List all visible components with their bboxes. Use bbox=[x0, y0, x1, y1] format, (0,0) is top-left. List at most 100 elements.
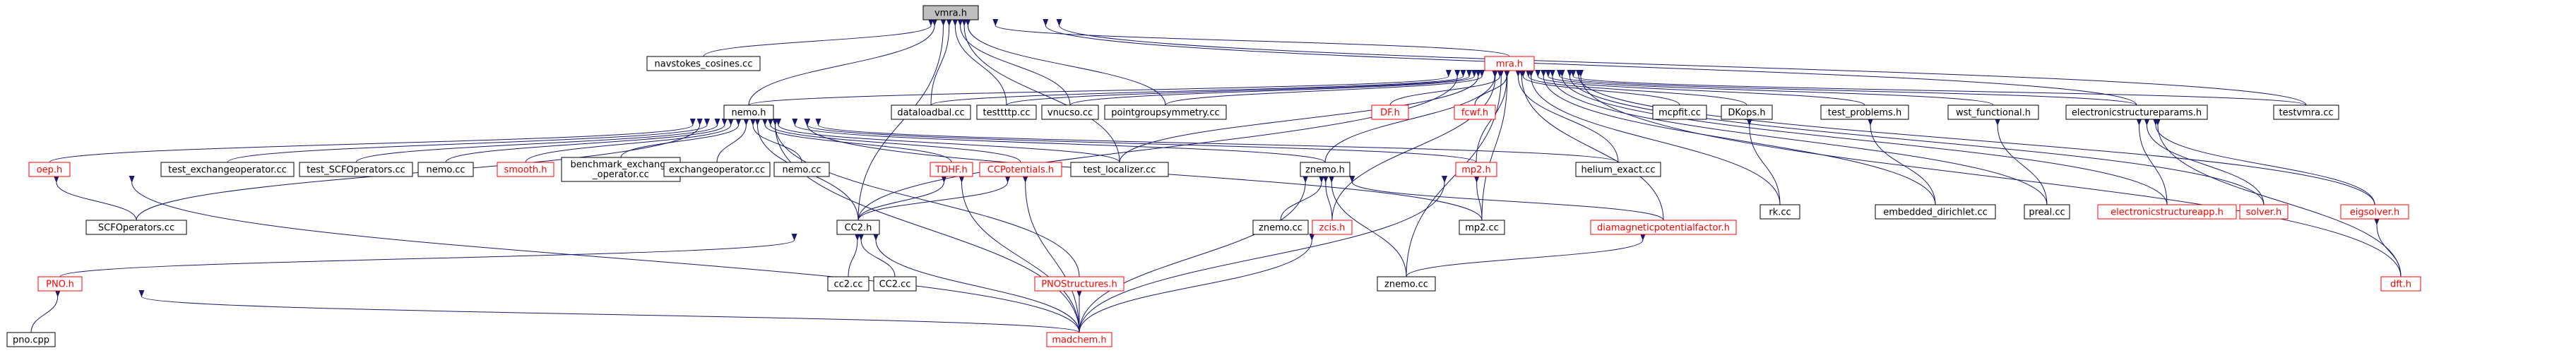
node-box bbox=[1046, 332, 1112, 347]
edge-heliumexact-to-mra bbox=[1515, 69, 1619, 163]
node-znemocc2[interactable]: znemo.cc bbox=[1377, 276, 1436, 292]
node-znemo[interactable]: znemo.h bbox=[1300, 162, 1351, 177]
node-mcpfit[interactable]: mcpfit.cc bbox=[1652, 104, 1707, 120]
node-box bbox=[2024, 204, 2070, 220]
node-label: CC2.cc bbox=[879, 280, 911, 290]
node-rkcc[interactable]: rk.cc bbox=[1759, 204, 1800, 220]
node-label: eigsolver.h bbox=[2350, 208, 2399, 218]
edge-benchex-to-nemo bbox=[620, 118, 742, 158]
node-pnocpp[interactable]: pno.cpp bbox=[6, 332, 56, 347]
node-label: test_localizer.cc bbox=[1084, 165, 1156, 176]
node-box bbox=[1820, 104, 1909, 120]
edge-madchem-to-oep bbox=[129, 175, 1080, 333]
edge-pnocpp-to-pnoh bbox=[30, 289, 61, 333]
edge-cc2h-to-ccpot bbox=[857, 175, 1011, 221]
edge-scfop-to-oep bbox=[53, 175, 137, 221]
node-label: znemo.cc bbox=[1259, 223, 1302, 234]
node-label: DKops.h bbox=[1728, 108, 1765, 119]
node-embdir[interactable]: embedded_dirichlet.cc bbox=[1875, 204, 1996, 220]
node-scfop[interactable]: SCFOperators.cc bbox=[85, 220, 187, 235]
node-nemocc1[interactable]: nemo.cc bbox=[417, 162, 474, 177]
edge-madchem-to-ccpot bbox=[1022, 175, 1080, 333]
edge-embdir-to-testproblems bbox=[1867, 118, 1936, 205]
node-box bbox=[1875, 204, 1996, 220]
node-cc2h[interactable]: CC2.h bbox=[836, 220, 880, 235]
edge-cc2h-to-tdhf bbox=[857, 175, 947, 221]
node-label: mra.h bbox=[1496, 59, 1523, 70]
edge-diamag-to-mra bbox=[1519, 69, 1664, 221]
node-dfth: dft.h bbox=[2380, 276, 2421, 292]
edge-nemo-to-vmra bbox=[748, 18, 938, 106]
node-label: benchmark_exchange bbox=[571, 160, 672, 170]
node-heliumexact[interactable]: helium_exact.cc bbox=[1575, 162, 1661, 177]
edge-diamag-to-znemo bbox=[1349, 175, 1664, 221]
edge-rkcc-to-mra bbox=[1528, 69, 1781, 205]
node-box bbox=[891, 104, 971, 120]
node-label: navstokes_cosines.cc bbox=[655, 59, 753, 70]
node-box bbox=[979, 162, 1062, 177]
node-layer: vmra.h navstokes_cosines.cc mra.h nemo.h dat… bbox=[6, 5, 2421, 347]
node-mp2h: mp2.h bbox=[1455, 162, 1497, 177]
node-cc2cc2[interactable]: CC2.cc bbox=[873, 276, 917, 292]
node-box bbox=[1454, 104, 1496, 120]
edge-mp2h-to-nemo bbox=[804, 118, 1477, 163]
node-box bbox=[85, 220, 187, 235]
edge-pointgroup-to-vmra bbox=[965, 18, 1166, 106]
node-box bbox=[930, 162, 973, 177]
node-label: mp2.cc bbox=[1465, 223, 1499, 234]
edge-tdhf-to-nemo bbox=[761, 118, 952, 163]
edge-madchem-to-nemo bbox=[772, 118, 1080, 333]
node-label: rk.cc bbox=[1769, 208, 1791, 218]
node-vmra[interactable]: vmra.h bbox=[922, 5, 979, 20]
node-testvmra[interactable]: testvmra.cc bbox=[2273, 104, 2339, 120]
node-label: madchem.h bbox=[1052, 335, 1106, 346]
node-nemo[interactable]: nemo.h bbox=[723, 104, 774, 120]
edge-testvmra-to-mra bbox=[1569, 69, 2307, 106]
node-navstokes[interactable]: navstokes_cosines.cc bbox=[646, 56, 761, 71]
edge-dfth-to-mra bbox=[1577, 69, 2402, 277]
node-label: nemo.cc bbox=[782, 165, 821, 176]
node-nemocc2[interactable]: nemo.cc bbox=[773, 162, 830, 177]
node-wstfunc[interactable]: wst_functional.h bbox=[1947, 104, 2039, 120]
node-testproblems[interactable]: test_problems.h bbox=[1820, 104, 1909, 120]
node-testscfop[interactable]: test_SCFOperators.cc bbox=[299, 162, 413, 177]
edge-heliumexact-to-nemo bbox=[815, 118, 1619, 163]
node-box bbox=[1300, 162, 1351, 177]
edge-eigsolver-to-ecparams bbox=[2152, 118, 2375, 205]
node-vnucso[interactable]: vnucso.cc bbox=[1041, 104, 1099, 120]
node-box bbox=[6, 332, 56, 347]
node-box bbox=[2273, 104, 2339, 120]
edge-rkcc-to-dkops bbox=[1746, 118, 1781, 205]
node-box bbox=[836, 220, 880, 235]
node-pnoh: PNO.h bbox=[37, 276, 83, 292]
edge-solver-to-mra bbox=[1567, 69, 2265, 205]
node-zcis: zcis.h bbox=[1312, 220, 1353, 235]
edge-exop-to-nemo bbox=[716, 118, 749, 163]
edge-dkops-to-mra bbox=[1525, 69, 1747, 106]
edge-dataloadbal-to-mra bbox=[930, 69, 1466, 106]
edge-dfth-to-ecparams bbox=[2154, 118, 2402, 277]
node-pointgroup[interactable]: pointgroupsymmetry.cc bbox=[1104, 104, 1227, 120]
edge-fcwf-to-mra bbox=[1474, 69, 1510, 106]
node-cc2cc1[interactable]: cc2.cc bbox=[827, 276, 869, 292]
node-ecparams[interactable]: electronicstructureparams.h bbox=[2065, 104, 2208, 120]
node-dataloadbal[interactable]: dataloadbal.cc bbox=[891, 104, 971, 120]
node-exop[interactable]: exchangeoperator.cc bbox=[663, 162, 771, 177]
node-label: electronicstructureapp.h bbox=[2111, 208, 2224, 218]
node-dkops[interactable]: DKops.h bbox=[1721, 104, 1773, 120]
node-fcwf: fcwf.h bbox=[1454, 104, 1496, 120]
node-box bbox=[873, 276, 917, 292]
node-testexop[interactable]: test_exchangeoperator.cc bbox=[160, 162, 295, 177]
edge-znemocc2-to-znemo bbox=[1329, 175, 1407, 277]
node-box bbox=[1312, 220, 1353, 235]
node-testloc[interactable]: test_localizer.cc bbox=[1070, 162, 1169, 177]
node-benchex[interactable]: benchmark_exchange_operator.cc bbox=[561, 157, 681, 182]
edge-cc2h-to-mra bbox=[857, 69, 1461, 221]
node-mp2cc[interactable]: mp2.cc bbox=[1459, 220, 1505, 235]
edge-navstokes-to-vmra bbox=[703, 18, 934, 57]
node-znemocc1[interactable]: znemo.cc bbox=[1252, 220, 1309, 235]
edge-eigsolver-to-mra bbox=[1575, 69, 2375, 205]
node-label: dft.h bbox=[2390, 280, 2411, 290]
node-testtttp[interactable]: testtttp.cc bbox=[976, 104, 1037, 120]
node-preal[interactable]: preal.cc bbox=[2024, 204, 2070, 220]
